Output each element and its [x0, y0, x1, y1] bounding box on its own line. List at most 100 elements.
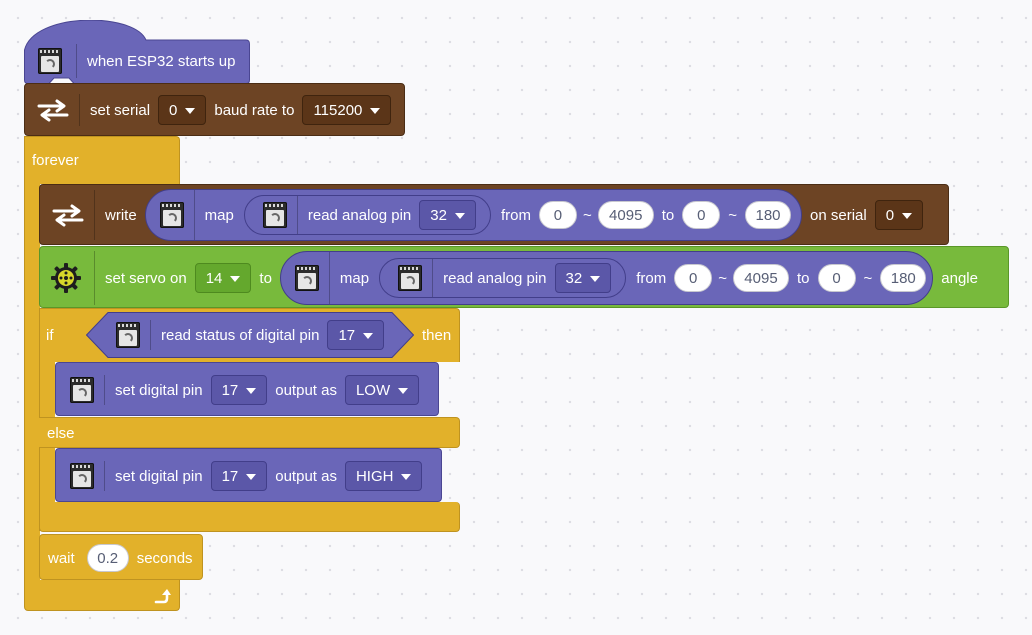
serial-write-block[interactable]: write map read analog pin 32 from 0 ~ 40…: [39, 184, 949, 245]
serial-arrows-icon: [52, 204, 84, 227]
chevron-down-icon: [246, 387, 257, 394]
baud-rate-label: baud rate to: [214, 101, 295, 119]
baud-rate-dropdown[interactable]: 115200: [302, 95, 392, 125]
forever-label: forever: [32, 152, 79, 169]
serial-setup-block[interactable]: set serial 0 baud rate to 115200: [24, 83, 405, 136]
analog-pin-dropdown[interactable]: 32: [419, 200, 476, 230]
else-label: else: [47, 425, 75, 442]
chevron-down-icon: [185, 107, 196, 114]
tilde-label: ~: [728, 206, 738, 224]
chevron-down-icon: [902, 212, 913, 219]
loop-arrow-icon: [154, 589, 171, 604]
esp32-chip-icon: [38, 48, 62, 74]
to-label: to: [661, 206, 675, 224]
analog-pin-dropdown[interactable]: 32: [554, 263, 612, 293]
to-max-input[interactable]: 180: [745, 201, 792, 229]
from-min-input[interactable]: 0: [538, 201, 577, 229]
digital-pin-value: 17: [221, 381, 239, 399]
baud-rate-value: 115200: [313, 101, 363, 119]
chevron-down-icon: [454, 212, 465, 219]
chevron-down-icon: [590, 275, 601, 282]
to-max-input[interactable]: 180: [880, 264, 927, 292]
to-label: to: [796, 269, 810, 287]
esp32-chip-icon: [262, 202, 287, 228]
from-label: from: [636, 269, 667, 287]
serial-port-value: 0: [885, 206, 895, 224]
chevron-down-icon: [363, 332, 374, 339]
output-as-label: output as: [275, 467, 337, 485]
esp32-chip-icon: [398, 265, 423, 291]
to-min-input[interactable]: 0: [682, 201, 721, 229]
from-max-input[interactable]: 4095: [732, 264, 789, 292]
to-min-input[interactable]: 0: [817, 264, 856, 292]
from-max-input[interactable]: 4095: [597, 201, 654, 229]
wait-block[interactable]: wait 0.2 seconds: [39, 534, 203, 580]
servo-pin-value: 14: [205, 269, 223, 287]
output-level-dropdown[interactable]: HIGH: [344, 461, 423, 491]
servo-block[interactable]: set servo on 14 to map read analog pin 3…: [39, 246, 1009, 308]
esp32-chip-icon: [70, 377, 94, 403]
set-servo-label: set servo on: [105, 269, 187, 287]
set-digital-pin-high-block[interactable]: set digital pin 17 output as HIGH: [55, 448, 442, 502]
digital-pin-value: 17: [338, 326, 356, 344]
to-label: to: [259, 269, 272, 287]
digital-pin-dropdown[interactable]: 17: [210, 375, 268, 405]
forever-block[interactable]: [24, 136, 180, 184]
set-serial-label: set serial: [90, 101, 151, 119]
digital-read-condition[interactable]: read status of digital pin 17: [86, 312, 414, 358]
esp32-chip-icon: [294, 265, 319, 291]
else-bar: [39, 417, 460, 448]
output-level-dropdown[interactable]: LOW: [344, 375, 420, 405]
if-footer: [39, 502, 460, 532]
esp32-chip-icon: [70, 463, 94, 489]
from-min-input[interactable]: 0: [674, 264, 713, 292]
forever-footer: [24, 580, 180, 611]
servo-gear-icon: [51, 263, 81, 293]
map-reporter[interactable]: map read analog pin 32 from 0 ~ 4095 to …: [279, 251, 934, 305]
write-label: write: [105, 206, 137, 224]
chevron-down-icon: [370, 107, 381, 114]
seconds-label: seconds: [136, 549, 193, 567]
serial-port-dropdown[interactable]: 0: [874, 200, 924, 230]
servo-pin-dropdown[interactable]: 14: [194, 263, 252, 293]
esp32-chip-icon: [116, 322, 140, 348]
output-level-value: HIGH: [355, 467, 394, 485]
then-label: then: [422, 327, 452, 344]
chevron-down-icon: [246, 473, 257, 480]
chevron-down-icon: [401, 473, 412, 480]
analog-pin-value: 32: [430, 206, 447, 224]
serial-port-dropdown[interactable]: 0: [158, 95, 207, 125]
tilde-label: ~: [582, 206, 592, 224]
digital-pin-value: 17: [221, 467, 239, 485]
serial-arrows-icon: [37, 99, 69, 122]
tilde-label: ~: [863, 269, 873, 287]
digital-pin-dropdown[interactable]: 17: [327, 320, 385, 350]
map-reporter[interactable]: map read analog pin 32 from 0 ~ 4095 to …: [144, 189, 803, 241]
set-digital-pin-low-block[interactable]: set digital pin 17 output as LOW: [55, 362, 439, 416]
output-level-value: LOW: [355, 381, 391, 399]
on-serial-label: on serial: [810, 206, 867, 224]
analog-pin-value: 32: [565, 269, 583, 287]
read-analog-label: read analog pin: [443, 269, 547, 287]
esp32-chip-icon: [159, 202, 184, 228]
from-label: from: [500, 206, 531, 224]
chevron-down-icon: [230, 275, 241, 282]
wait-label: wait: [48, 549, 75, 567]
hat-label: when ESP32 starts up: [87, 52, 236, 70]
read-analog-label: read analog pin: [307, 206, 412, 224]
set-digital-pin-label: set digital pin: [115, 467, 203, 485]
set-digital-pin-label: set digital pin: [115, 381, 203, 399]
angle-label: angle: [941, 269, 978, 287]
read-analog-reporter[interactable]: read analog pin 32: [243, 195, 491, 235]
map-label: map: [339, 269, 370, 287]
forever-arm: [24, 183, 40, 582]
tilde-label: ~: [718, 269, 727, 287]
serial-port-value: 0: [169, 101, 178, 119]
digital-pin-dropdown[interactable]: 17: [210, 461, 268, 491]
read-analog-reporter[interactable]: read analog pin 32: [379, 258, 627, 298]
chevron-down-icon: [398, 387, 409, 394]
if-label: if: [46, 327, 54, 344]
output-as-label: output as: [275, 381, 337, 399]
read-status-label: read status of digital pin: [161, 326, 320, 344]
wait-seconds-input[interactable]: 0.2: [86, 544, 129, 572]
